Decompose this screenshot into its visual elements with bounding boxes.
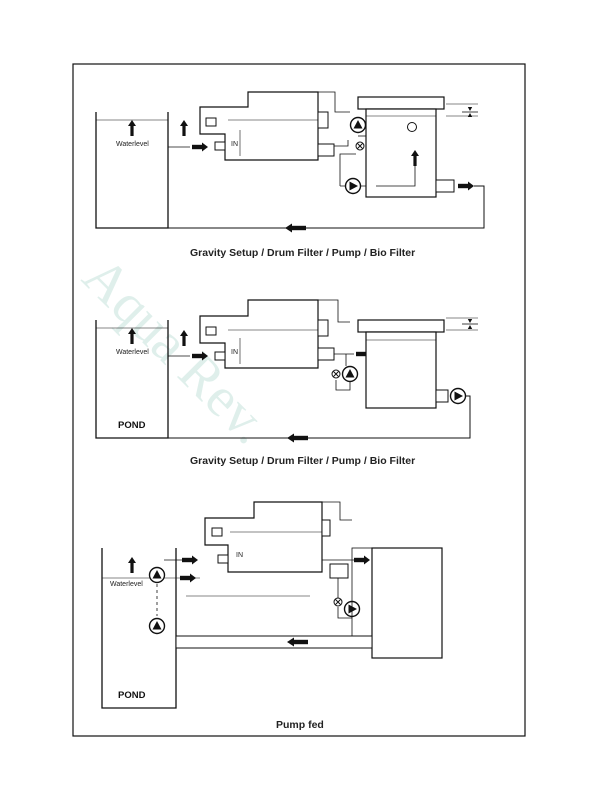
bio-filter: [365, 331, 437, 409]
drum-filter: [199, 299, 319, 369]
waterlevel-label: Waterlevel: [116, 349, 149, 356]
diagram-panel-3: Waterlevel POND IN Pump fed: [101, 501, 443, 731]
pump-icon: [148, 617, 166, 635]
bio-filter-lid: [357, 96, 445, 110]
pump-icon: [344, 177, 362, 195]
return-arrow-icon: [287, 433, 308, 443]
pond-tank: [95, 112, 169, 229]
panel-caption: Pump fed: [276, 719, 324, 731]
pond-tank: [95, 320, 169, 439]
pond-tank: [101, 548, 177, 709]
flow-arrow-icon: [180, 120, 188, 136]
panel-caption: Gravity Setup / Drum Filter / Pump / Bio…: [190, 455, 415, 467]
level-arrow-icon: [128, 120, 136, 136]
page-frame: [72, 63, 526, 737]
flow-arrow-icon: [458, 181, 474, 191]
inlet-label: IN: [236, 552, 243, 559]
flow-arrow-icon: [182, 555, 198, 565]
pond-label: POND: [118, 420, 146, 431]
drum-filter: [199, 91, 319, 161]
level-marker-icon: [461, 106, 479, 118]
panel-caption: Gravity Setup / Drum Filter / Pump / Bio…: [190, 247, 415, 259]
inlet-label: IN: [231, 349, 238, 356]
pump-icon: [349, 116, 367, 134]
bio-filter-lid: [357, 319, 445, 333]
bio-filter: [371, 547, 443, 659]
inlet-label: IN: [231, 141, 238, 148]
return-arrow-icon: [285, 223, 306, 233]
flow-arrow-icon: [192, 142, 208, 152]
level-marker-icon: [461, 318, 479, 330]
valve-icon: [355, 141, 365, 151]
pond-label: POND: [118, 690, 146, 701]
flow-arrow-icon: [354, 555, 370, 565]
diagram-panel-1: Waterlevel IN: [95, 91, 485, 259]
valve-icon: [331, 369, 341, 379]
waterlevel-label: Waterlevel: [110, 581, 143, 588]
waterlevel-label: Waterlevel: [116, 141, 149, 148]
valve-icon: [333, 597, 343, 607]
drum-filter: [204, 501, 323, 573]
diagram-panel-2: Waterlevel POND IN Gravity Setup / Drum …: [95, 299, 479, 467]
bio-filter: [365, 108, 437, 198]
return-channel: [175, 635, 373, 649]
pump-icon: [449, 387, 467, 405]
level-arrow-icon: [128, 557, 136, 573]
pump-icon: [341, 365, 359, 383]
flow-arrow-icon: [180, 573, 196, 583]
pump-icon: [148, 566, 166, 584]
